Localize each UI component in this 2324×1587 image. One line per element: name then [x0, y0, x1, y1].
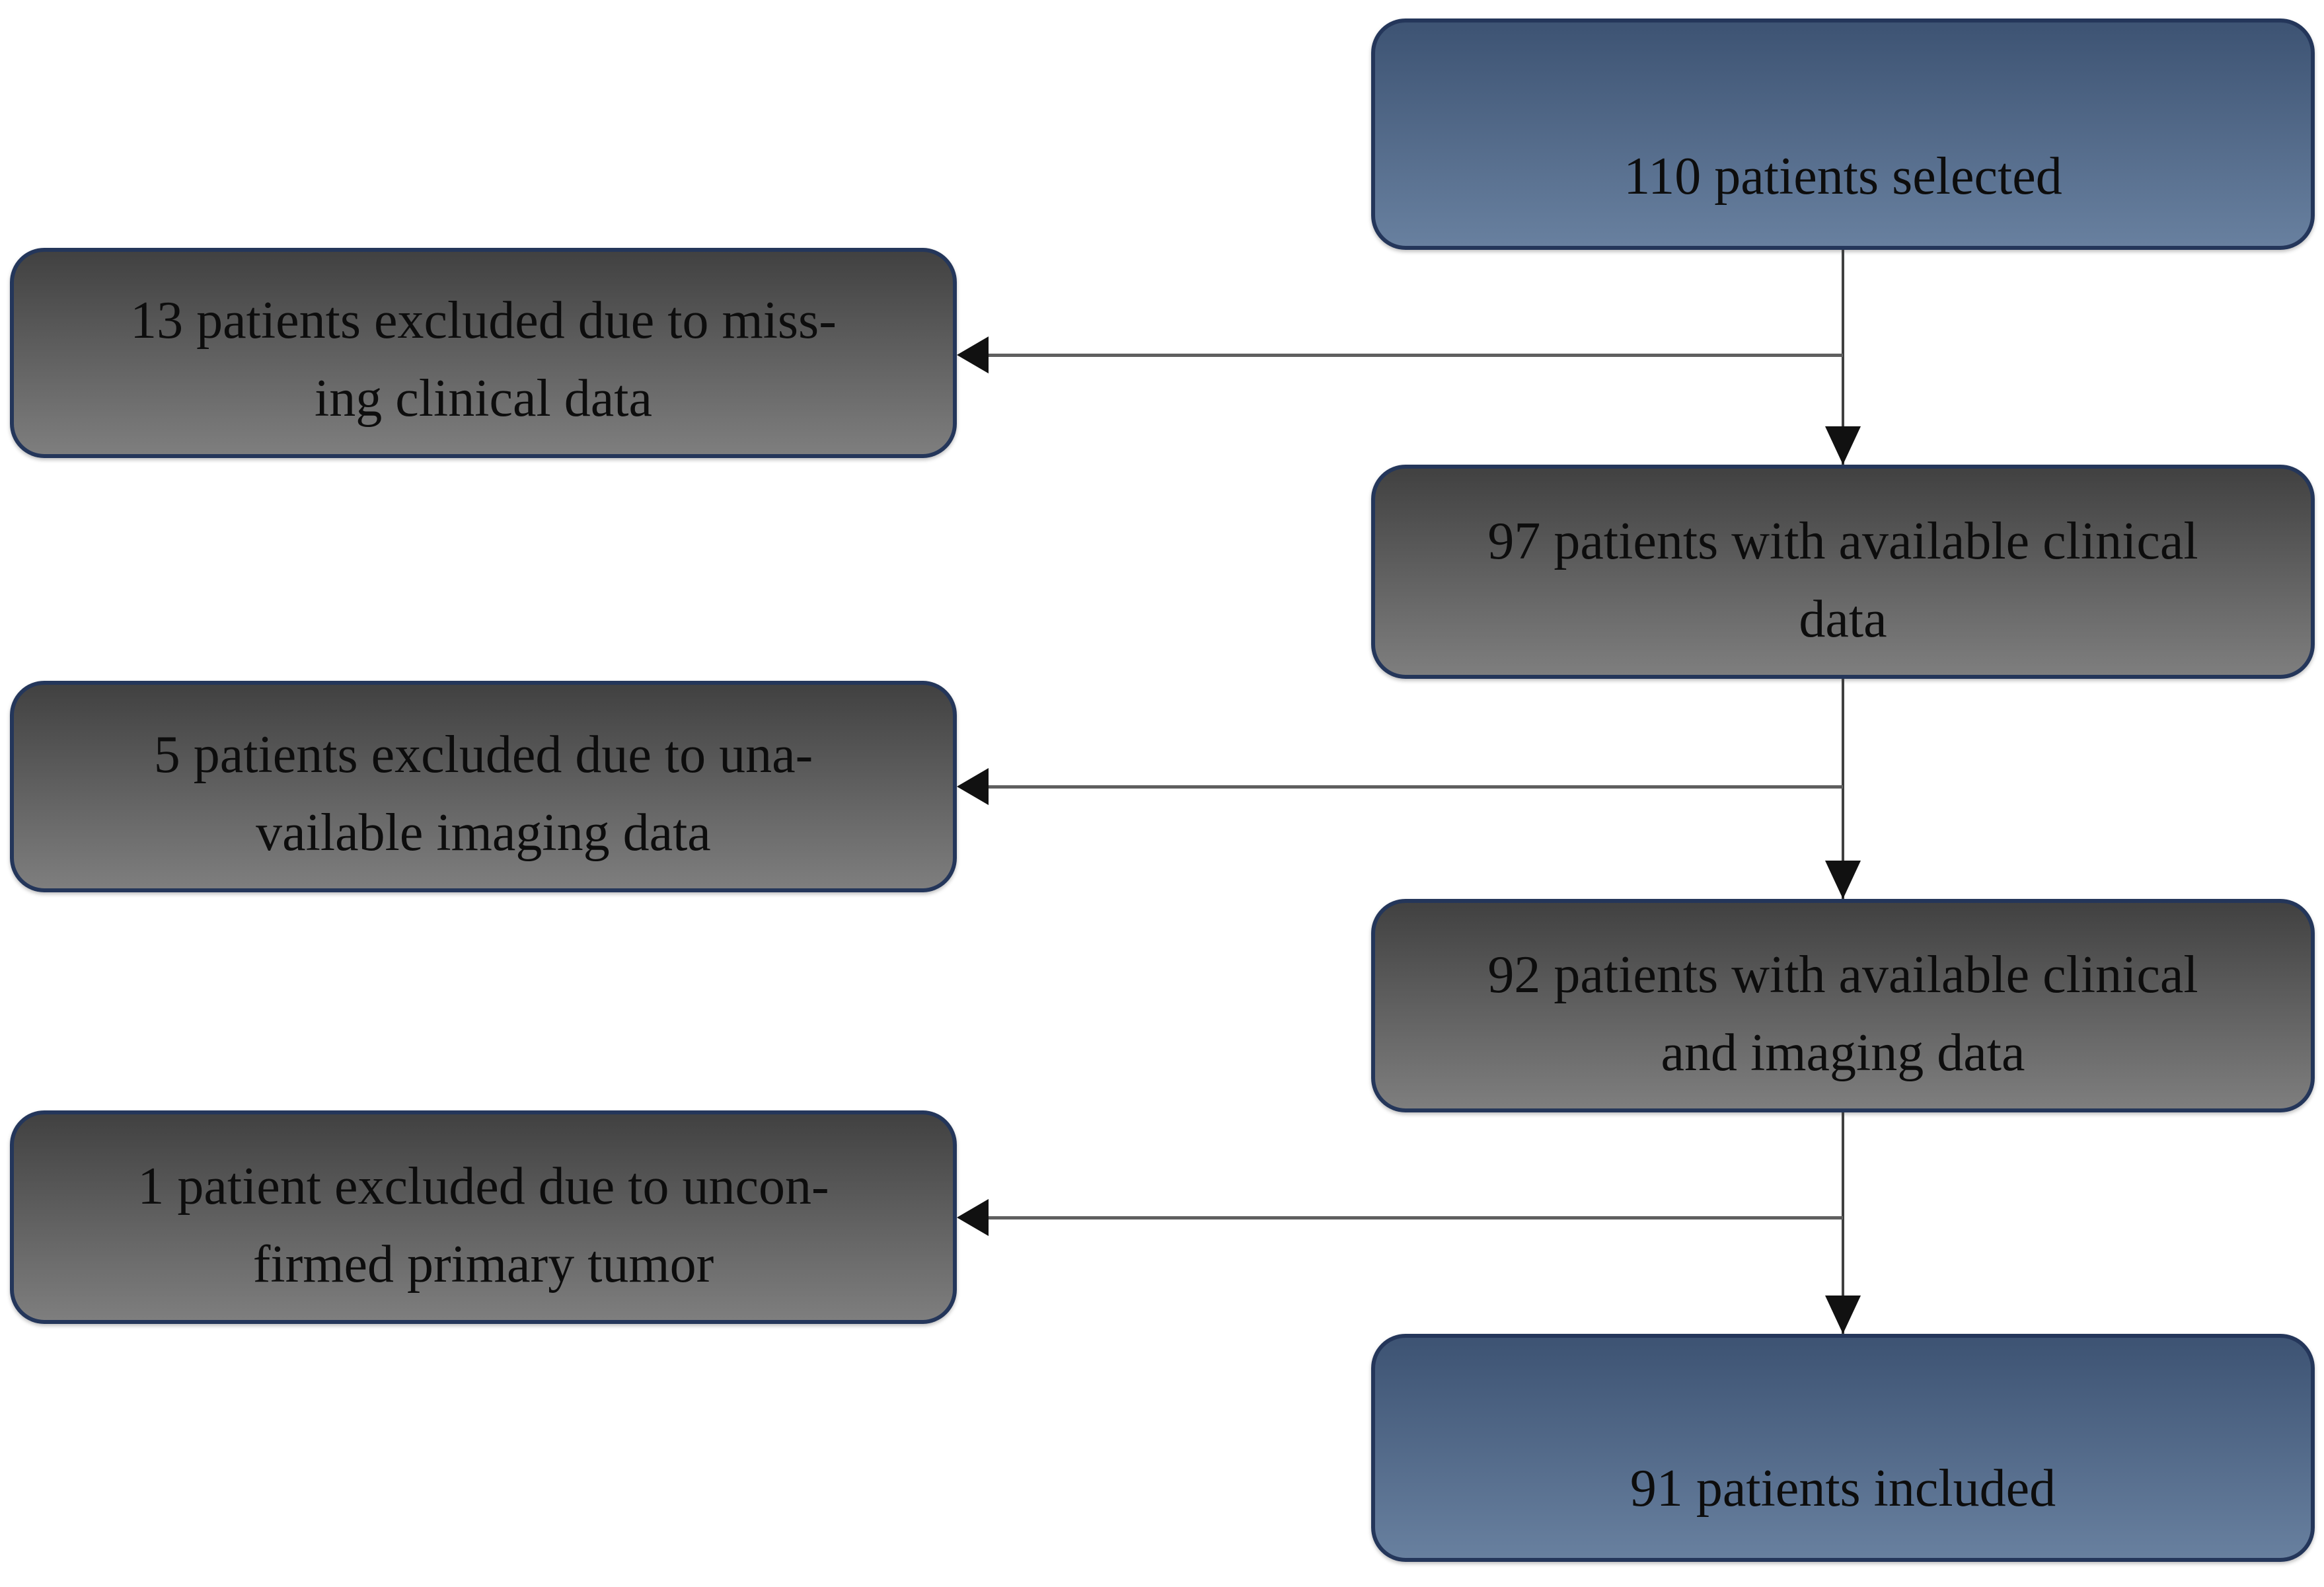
- node-label-line2: firmed primary tumor: [252, 1235, 714, 1294]
- node-label: 110 patients selected: [1624, 147, 2062, 206]
- node-excluded-missing-clinical-data: 13 patients excluded due to miss- ing cl…: [10, 248, 957, 458]
- node-patients-selected: 110 patients selected: [1371, 19, 2315, 250]
- arrow-down-icon: [1825, 426, 1861, 465]
- node-excluded-unavailable-imaging: 5 patients excluded due to una- vailable…: [10, 681, 957, 892]
- node-label-line1: 13 patients excluded due to miss-: [130, 291, 837, 350]
- branch-excluded-unconfirmed-tumor: [987, 1216, 1843, 1219]
- node-patients-included: 91 patients included: [1371, 1334, 2315, 1562]
- arrow-down-icon: [1825, 1296, 1861, 1334]
- arrow-left-icon: [957, 768, 989, 805]
- connector-selected-to-clinical: [1842, 250, 1844, 465]
- node-label-line1: 1 patient excluded due to uncon-: [137, 1157, 829, 1216]
- node-label-line2: data: [1799, 590, 1887, 648]
- node-label-line2: and imaging data: [1661, 1024, 2025, 1082]
- node-label-line1: 97 patients with available clinical: [1487, 512, 2198, 570]
- node-label-line1: 92 patients with available clinical: [1487, 946, 2198, 1004]
- connector-clinical-to-imaging: [1842, 679, 1844, 899]
- branch-excluded-unavailable-imaging: [987, 785, 1843, 789]
- node-label-line2: ing clinical data: [315, 369, 652, 428]
- node-available-clinical-imaging-data: 92 patients with available clinical and …: [1371, 899, 2315, 1112]
- node-label-line2: vailable imaging data: [256, 804, 711, 862]
- node-label: 91 patients included: [1630, 1459, 2056, 1518]
- arrow-left-icon: [957, 336, 989, 373]
- node-excluded-unconfirmed-tumor: 1 patient excluded due to uncon- firmed …: [10, 1110, 957, 1324]
- node-available-clinical-data: 97 patients with available clinical data: [1371, 465, 2315, 679]
- arrow-left-icon: [957, 1199, 989, 1236]
- arrow-down-icon: [1825, 861, 1861, 899]
- connector-imaging-to-included: [1842, 1112, 1844, 1334]
- branch-excluded-missing-clinical: [987, 354, 1843, 357]
- node-label-line1: 5 patients excluded due to una-: [153, 726, 813, 784]
